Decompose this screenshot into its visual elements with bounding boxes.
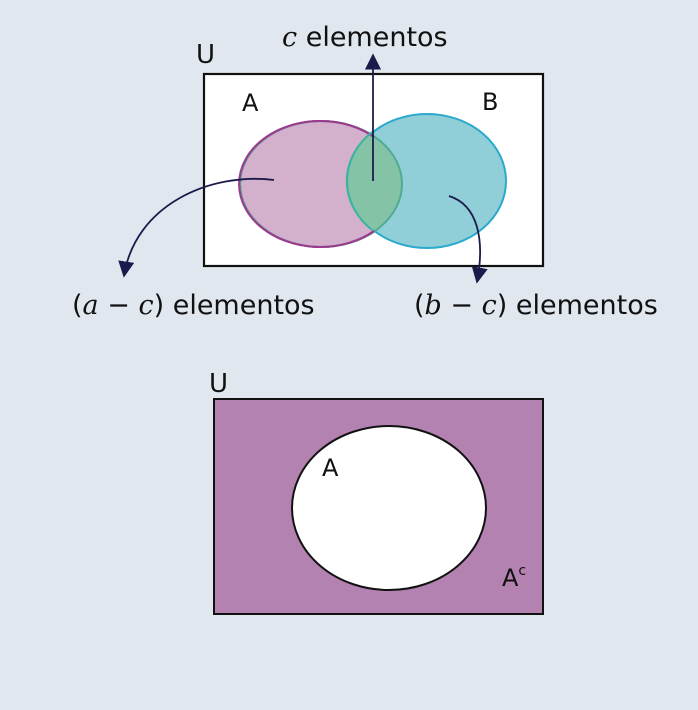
complement-set-a-label: A — [322, 454, 339, 482]
a-only-minus: − — [99, 290, 139, 321]
universe-label: U — [196, 40, 215, 70]
b-only-minus: − — [442, 290, 482, 321]
venn-diagram-intersection: U A B c elementos (a − c) elementos (b −… — [72, 22, 658, 321]
a-only-text: elementos — [164, 290, 315, 321]
b-only-var-c: c — [482, 290, 497, 321]
set-a-outline-outer — [238, 120, 375, 248]
intersection-count-text: elementos — [297, 22, 448, 53]
intersection-count-label: c elementos — [282, 22, 448, 53]
b-only-var-b: b — [425, 290, 442, 321]
venn-diagram-complement: U A Ac — [209, 369, 544, 615]
set-b-label: B — [482, 88, 498, 116]
a-only-open-paren: ( — [72, 290, 83, 321]
a-only-var-a: a — [83, 290, 99, 321]
complement-label: Ac — [502, 563, 526, 592]
b-only-arrow — [448, 195, 488, 284]
complement-set-a-circle — [291, 425, 487, 591]
b-only-count-label: (b − c) elementos — [414, 290, 658, 321]
set-a-label: A — [242, 89, 259, 117]
b-only-text: elementos — [507, 290, 658, 321]
b-only-open-paren: ( — [414, 290, 425, 321]
a-only-close-paren: ) — [154, 290, 165, 321]
b-only-close-paren: ) — [497, 290, 508, 321]
complement-label-sup: c — [518, 563, 526, 579]
complement-universe-label: U — [209, 369, 228, 399]
a-only-var-c: c — [138, 290, 153, 321]
complement-label-base: A — [502, 564, 519, 592]
intersection-count-var: c — [282, 22, 297, 53]
a-only-count-label: (a − c) elementos — [72, 290, 315, 321]
set-b-outline-inner — [345, 131, 373, 231]
a-only-arrow — [118, 178, 275, 278]
